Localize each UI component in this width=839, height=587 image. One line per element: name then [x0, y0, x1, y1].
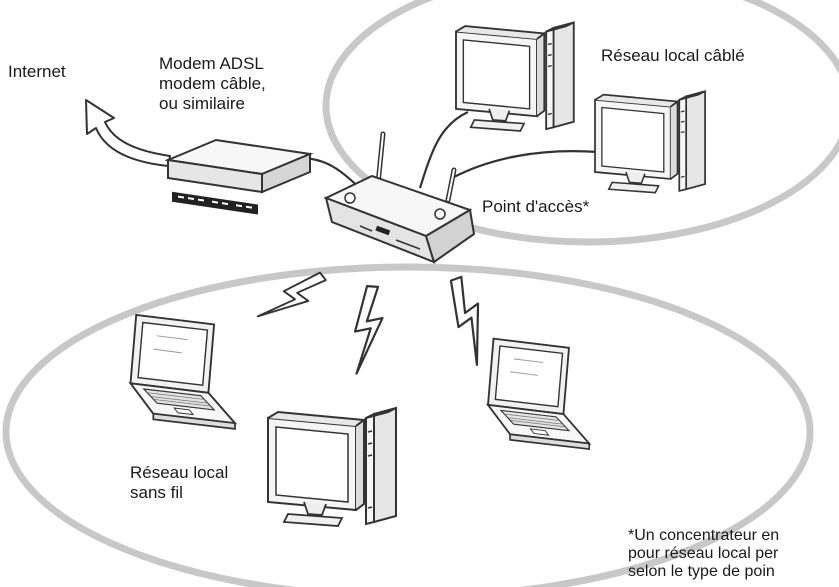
wireless-signal-icon: [351, 284, 386, 377]
laptop-icon: [487, 337, 591, 450]
wireless-lan-label-line: Réseau local: [130, 463, 229, 482]
footnote: *Un concentrateur en pour réseau local p…: [628, 527, 839, 581]
laptop-icon: [129, 313, 236, 430]
footnote-line: pour réseau local per: [628, 545, 779, 562]
wireless-lan-zone: [2, 263, 814, 587]
modem-label-line: modem câble,: [159, 74, 266, 93]
footnote-line: selon le type de poin: [628, 563, 775, 580]
wireless-signal-icon: [441, 273, 499, 368]
modem-label-line: ou similaire: [159, 94, 245, 113]
access-point-icon: [323, 131, 476, 264]
modem-label: Modem ADSL modem câble, ou similaire: [159, 54, 299, 114]
wired-lan-zone: [322, 0, 839, 246]
desktop-computer-icon: [594, 90, 706, 194]
desktop-computer-icon: [455, 21, 575, 132]
desktop-computer-icon: [267, 407, 397, 527]
cable-desktop-1: [418, 111, 469, 189]
wireless-lan-label: Réseau local sans fil: [130, 463, 270, 503]
cable-desktop-2: [451, 150, 599, 179]
wireless-lan-label-line: sans fil: [130, 483, 183, 502]
access-point-label: Point d'accès*: [482, 197, 590, 216]
internet-label: Internet: [8, 62, 66, 81]
modem-icon: [164, 138, 314, 215]
internet-arrow-icon: [85, 99, 171, 167]
modem-label-line: Modem ADSL: [159, 54, 264, 73]
wired-lan-label: Réseau local câblé: [601, 46, 745, 65]
footnote-line: *Un concentrateur en: [628, 527, 780, 544]
